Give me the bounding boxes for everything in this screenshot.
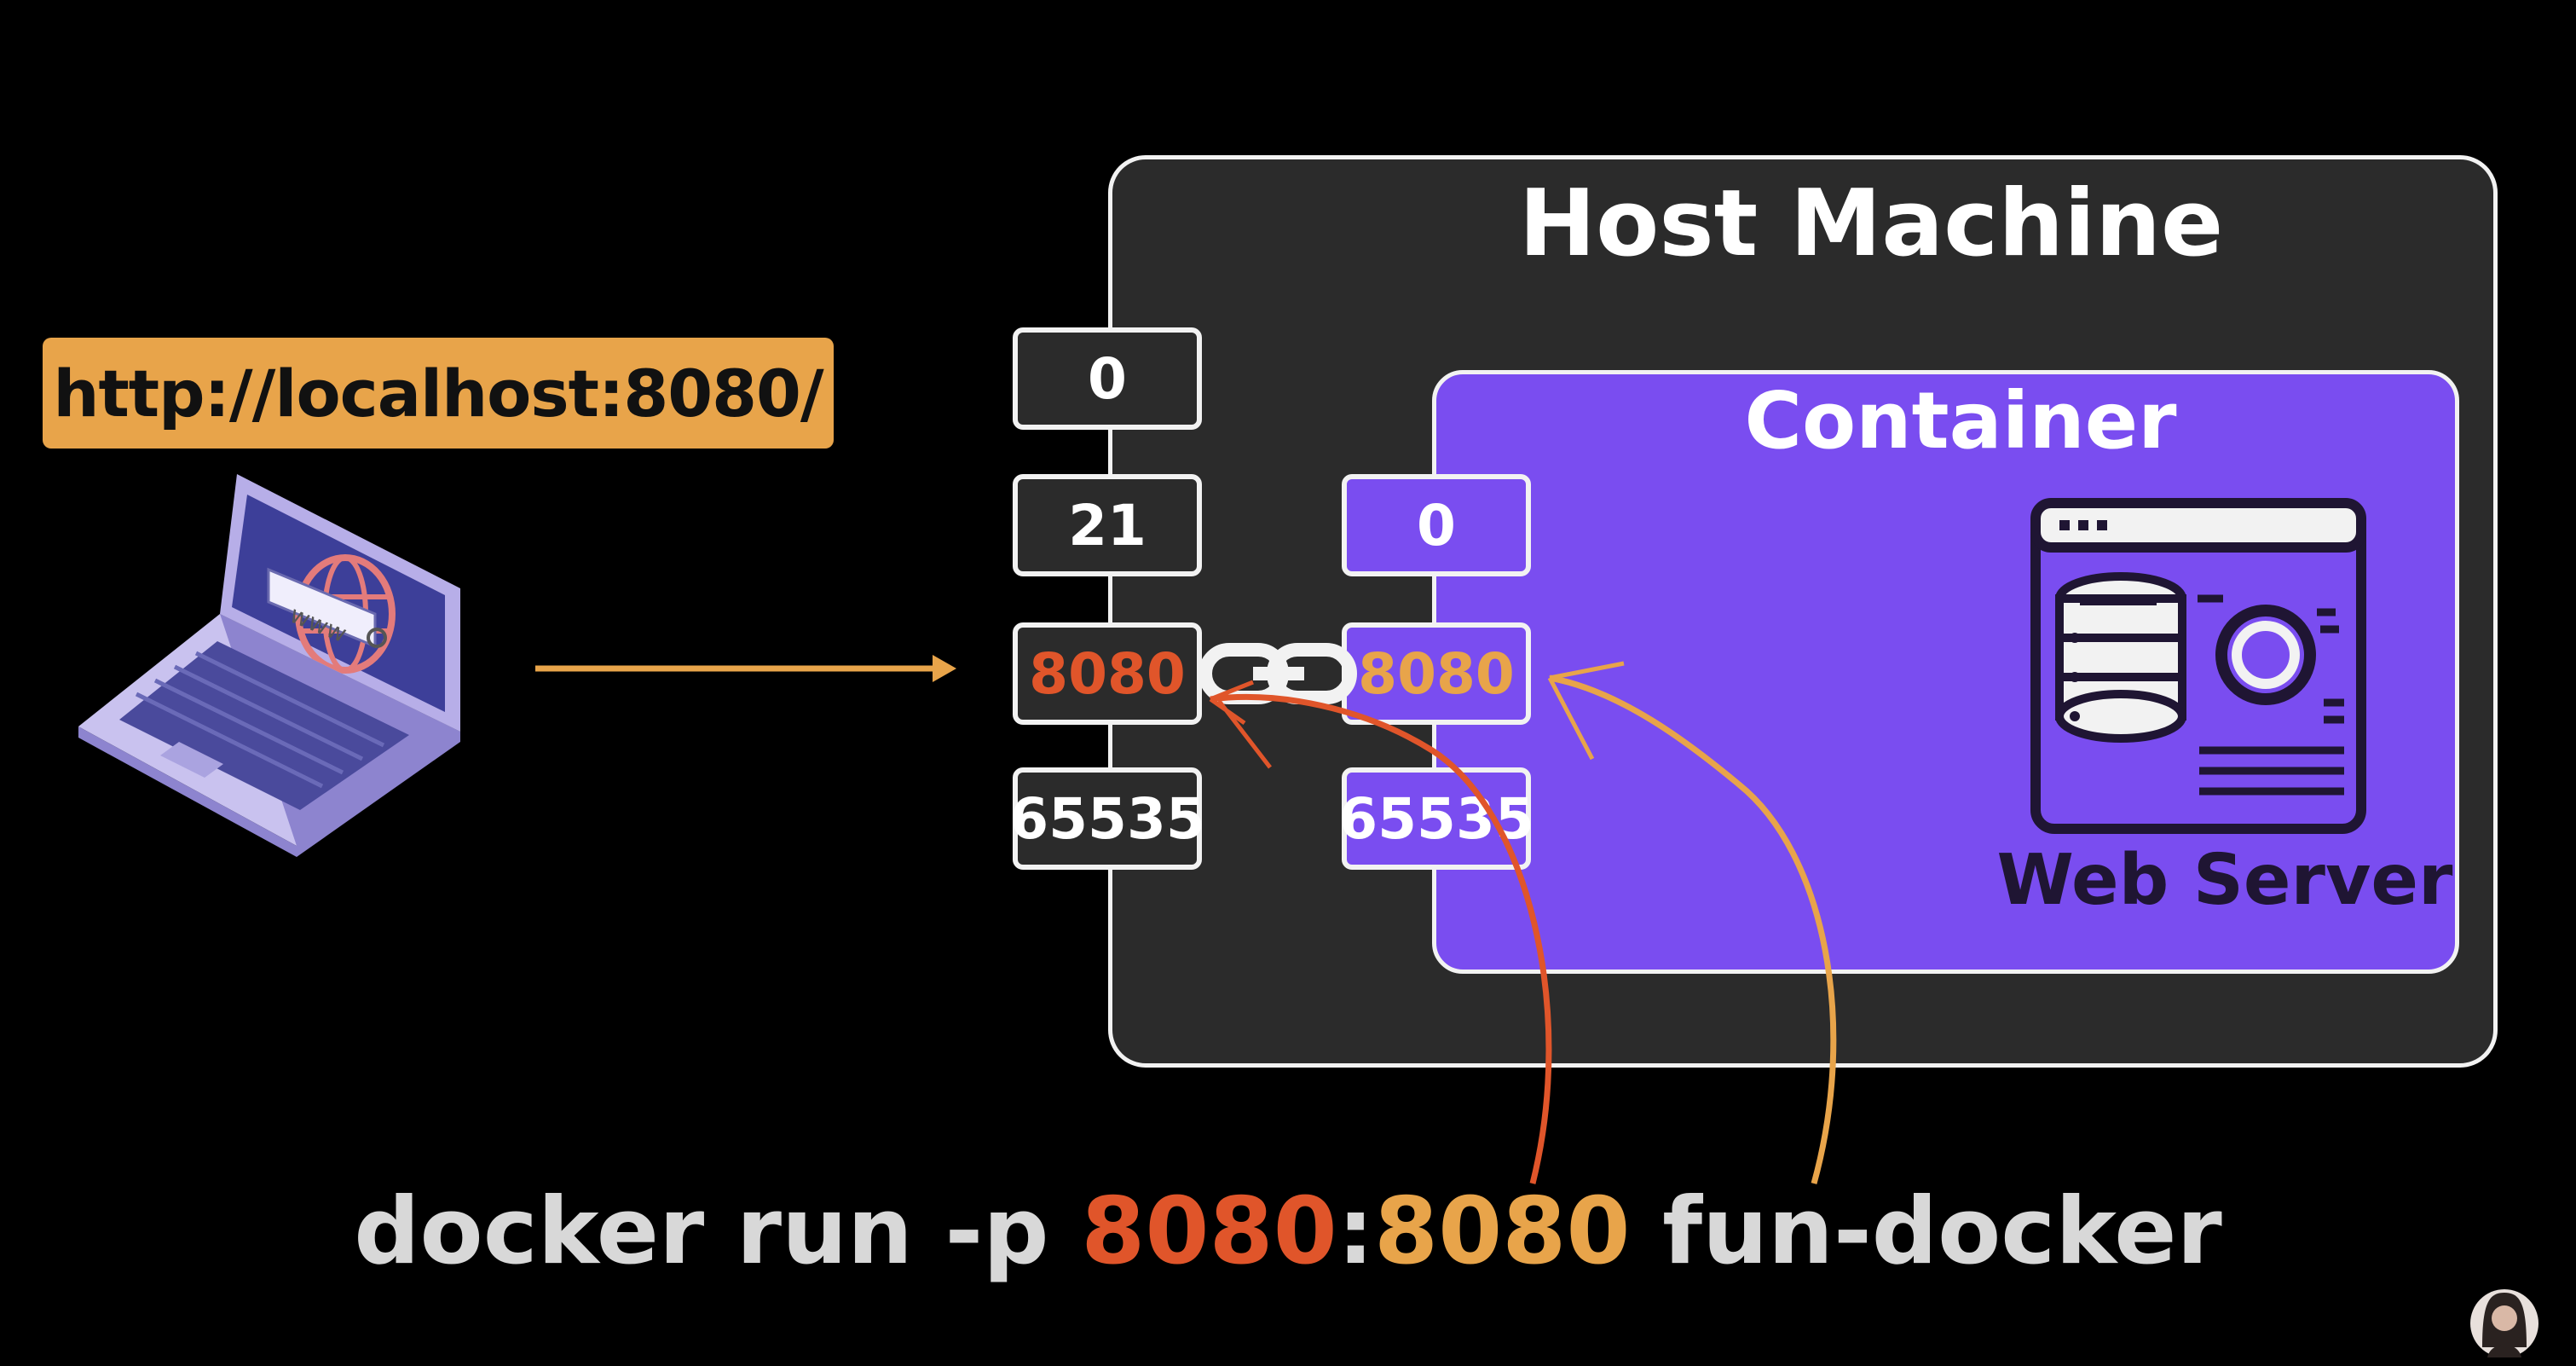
- container-port-box: 0: [1342, 474, 1531, 576]
- container-port-box: 65535: [1338, 767, 1534, 870]
- host-machine-title: Host Machine: [1518, 171, 2224, 277]
- web-server-label: Web Server: [1996, 840, 2453, 921]
- command-prefix: docker run -p: [354, 1178, 1082, 1285]
- command-separator: :: [1337, 1178, 1374, 1285]
- url-label: http://localhost:8080/: [43, 338, 834, 449]
- host-port-box: 65535: [1009, 767, 1205, 870]
- command-host-port: 8080: [1081, 1178, 1337, 1285]
- host-port-box: 0: [1013, 327, 1202, 430]
- host-port-8080: 8080: [1013, 622, 1202, 725]
- docker-command: docker run -p 8080:8080 fun-docker: [0, 1178, 2576, 1285]
- command-container-port: 8080: [1373, 1178, 1631, 1285]
- container-title: Container: [1744, 375, 2177, 466]
- host-port-box: 21: [1013, 474, 1202, 576]
- command-suffix: fun-docker: [1630, 1178, 2222, 1285]
